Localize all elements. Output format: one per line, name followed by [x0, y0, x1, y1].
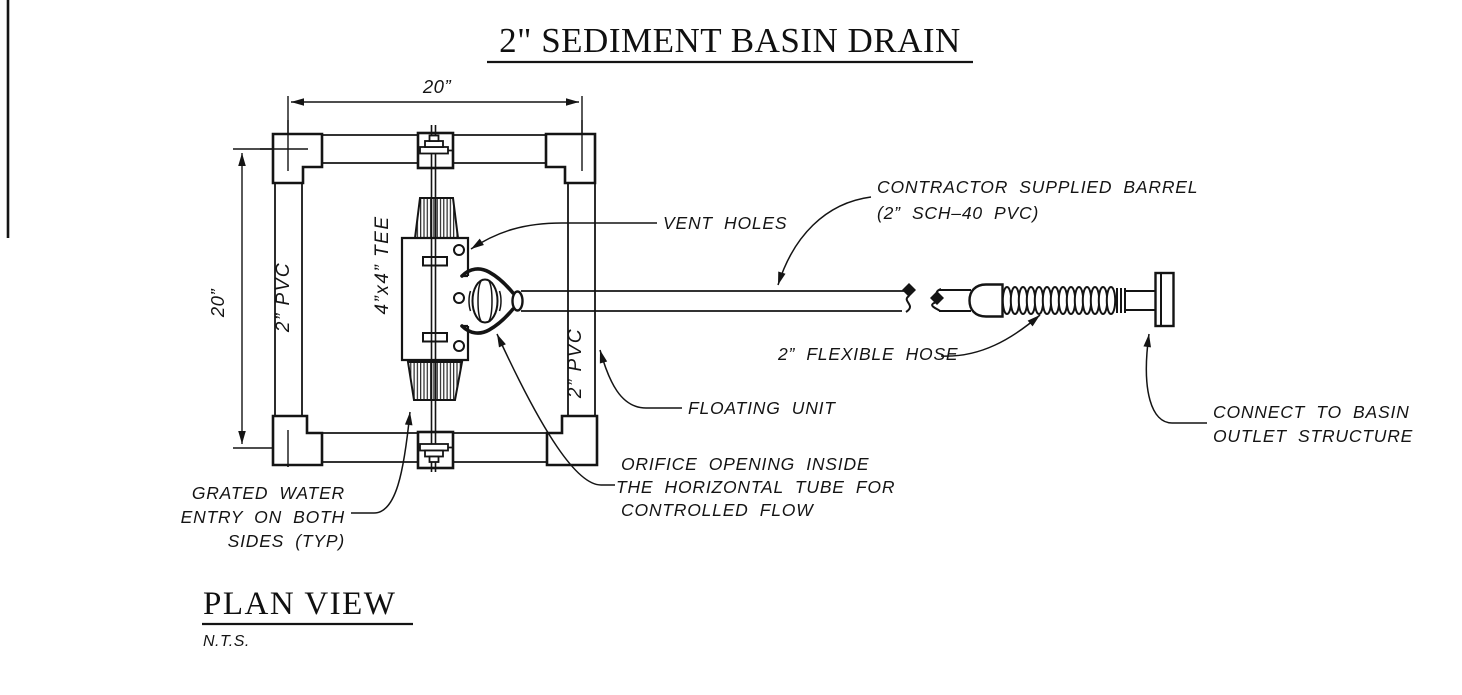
grated-label: GRATED WATER ENTRY ON BOTH SIDES (TYP)	[181, 483, 345, 551]
hose-coupling	[968, 283, 1004, 318]
svg-text:ENTRY ON BOTH: ENTRY ON BOTH	[181, 507, 345, 527]
frame-pipes	[274, 134, 596, 463]
title-block: 2" SEDIMENT BASIN DRAIN	[487, 21, 973, 64]
barrel-leader	[777, 196, 872, 286]
dimension-width: 20”	[287, 76, 583, 171]
connect-leader	[1143, 333, 1207, 424]
barrel-label: CONTRACTOR SUPPLIED BARREL (2” SCH–40 PV…	[877, 177, 1198, 223]
barrel-pipe	[521, 283, 916, 313]
tee-label: 4”x4” TEE	[372, 215, 393, 314]
view-title-block: PLAN VIEW N.T.S.	[202, 586, 413, 650]
grate-cone-top	[413, 197, 460, 239]
orifice-leader	[496, 333, 615, 486]
svg-text:ORIFICE OPENING INSIDE: ORIFICE OPENING INSIDE	[621, 454, 869, 474]
svg-text:SIDES (TYP): SIDES (TYP)	[228, 531, 345, 551]
svg-text:CONNECT TO BASIN: CONNECT TO BASIN	[1213, 402, 1410, 422]
elbow-bottom-right	[545, 414, 599, 467]
elbow-top-left	[271, 132, 324, 185]
tee-body	[400, 236, 470, 362]
left-pipe-label: 2” PVC	[273, 262, 294, 333]
svg-text:GRATED WATER: GRATED WATER	[192, 483, 345, 503]
vent-hole-top	[453, 244, 465, 256]
svg-text:CONTRACTOR SUPPLIED BARREL: CONTRACTOR SUPPLIED BARREL	[877, 177, 1198, 197]
svg-text:(2” SCH–40 PVC): (2” SCH–40 PVC)	[877, 203, 1039, 223]
orifice-label: ORIFICE OPENING INSIDE THE HORIZONTAL TU…	[616, 454, 895, 520]
center-rod	[430, 125, 437, 472]
page-title: 2" SEDIMENT BASIN DRAIN	[499, 21, 961, 60]
pipe-break-symbol	[902, 283, 916, 313]
right-pipe-label: 2” PVC	[565, 328, 586, 399]
vent-hole-bottom	[453, 340, 465, 352]
svg-text:OUTLET STRUCTURE: OUTLET STRUCTURE	[1213, 426, 1413, 446]
floating-unit-label: FLOATING UNIT	[688, 398, 836, 418]
height-dimension-label: 20”	[207, 289, 228, 319]
floating-tee-assembly	[400, 125, 524, 472]
flexible-hose-label: 2” FLEXIBLE HOSE	[777, 344, 958, 364]
rod-cap-top	[418, 134, 453, 155]
hose-corrugations	[1001, 286, 1117, 315]
outlet-flange	[1154, 271, 1175, 328]
rod-clamp-lower	[422, 332, 448, 343]
vent-holes-label: VENT HOLES	[663, 213, 787, 233]
vent-holes-leader	[470, 222, 657, 250]
annotations: 2” PVC 2” PVC 4”x4” TEE VENT HOLES CONTR…	[181, 177, 1413, 551]
elbow-bottom-left	[271, 414, 324, 467]
flexible-hose-leader	[940, 314, 1041, 357]
rod-clamp-upper	[422, 256, 448, 267]
floating-unit-leader	[599, 349, 682, 409]
svg-text:CONTROLLED FLOW: CONTROLLED FLOW	[621, 500, 814, 520]
rod-cap-bottom	[418, 443, 453, 463]
leader-lines	[351, 196, 1207, 514]
svg-text:THE HORIZONTAL TUBE FOR: THE HORIZONTAL TUBE FOR	[616, 477, 895, 497]
pipe-break-symbol-2	[930, 288, 944, 312]
connect-label: CONNECT TO BASIN OUTLET STRUCTURE	[1213, 402, 1413, 446]
view-title: PLAN VIEW	[203, 586, 396, 622]
elbow-top-right	[544, 132, 597, 185]
orifice-reducer	[460, 267, 524, 335]
width-dimension-label: 20”	[422, 76, 452, 97]
grated-leader	[351, 411, 413, 514]
scale-note: N.T.S.	[203, 633, 250, 650]
flexible-hose-assembly	[930, 271, 1175, 328]
vent-hole-middle	[453, 292, 465, 304]
